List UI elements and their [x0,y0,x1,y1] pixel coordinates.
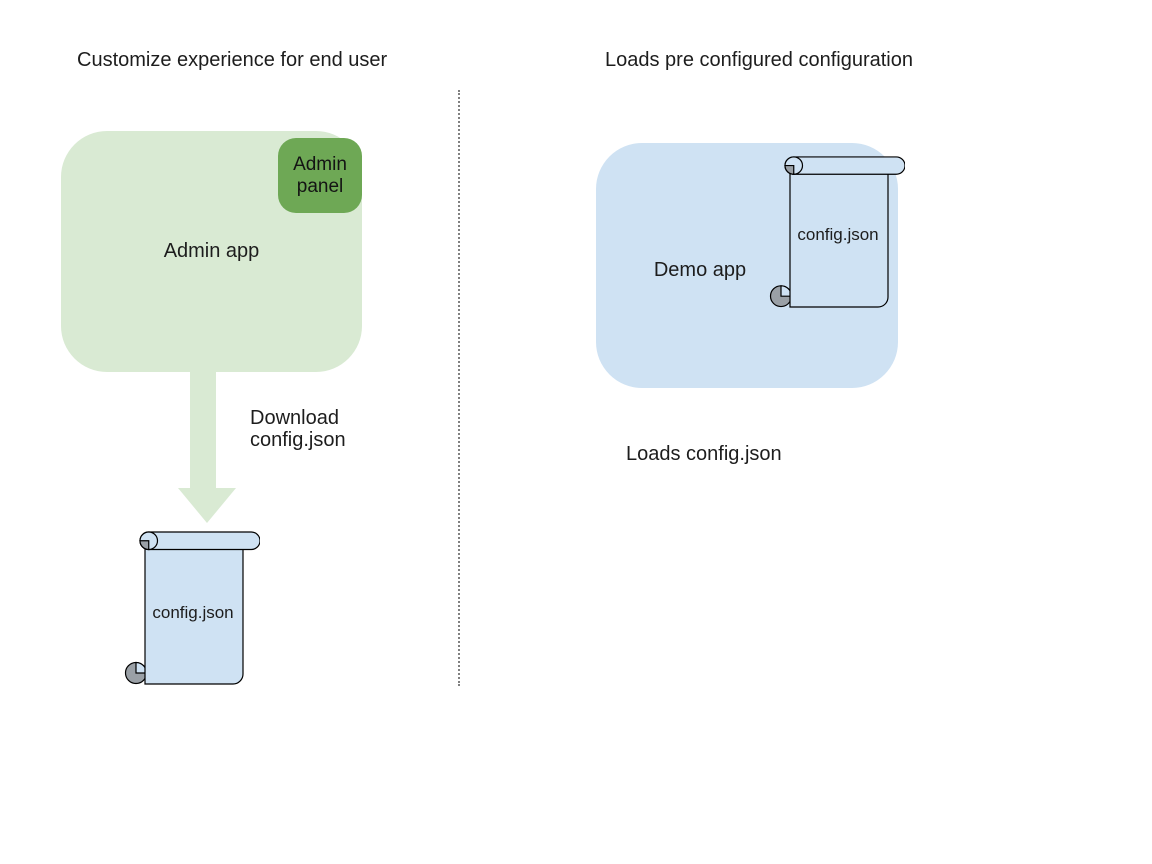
scroll-top-curl-inner [784,164,795,175]
loads-config-caption: Loads config.json [626,443,782,465]
vertical-scroll-icon [769,156,906,308]
download-arrow-icon [178,372,236,523]
left-section-title: Customize experience for end user [77,49,388,71]
admin-panel-label: Admin panel [293,153,347,197]
section-divider [458,90,460,686]
right-section-title: Loads pre configured configuration [605,49,913,71]
config-json-label-left: config.json [152,603,234,622]
scroll-body [789,173,889,308]
scroll-top-curl-inner [139,540,150,551]
demo-app-label: Demo app [653,259,747,281]
admin-panel-badge: Admin panel [278,138,362,213]
config-json-label-right: config.json [797,225,879,244]
config-json-scroll-right: config.json [768,153,906,309]
admin-app-label: Admin app [163,240,260,262]
config-json-scroll-left: config.json [123,528,261,686]
download-arrow-shape [178,372,236,523]
download-arrow-caption: Download config.json [250,407,346,451]
scroll-body [144,548,244,685]
vertical-scroll-icon [124,531,261,685]
